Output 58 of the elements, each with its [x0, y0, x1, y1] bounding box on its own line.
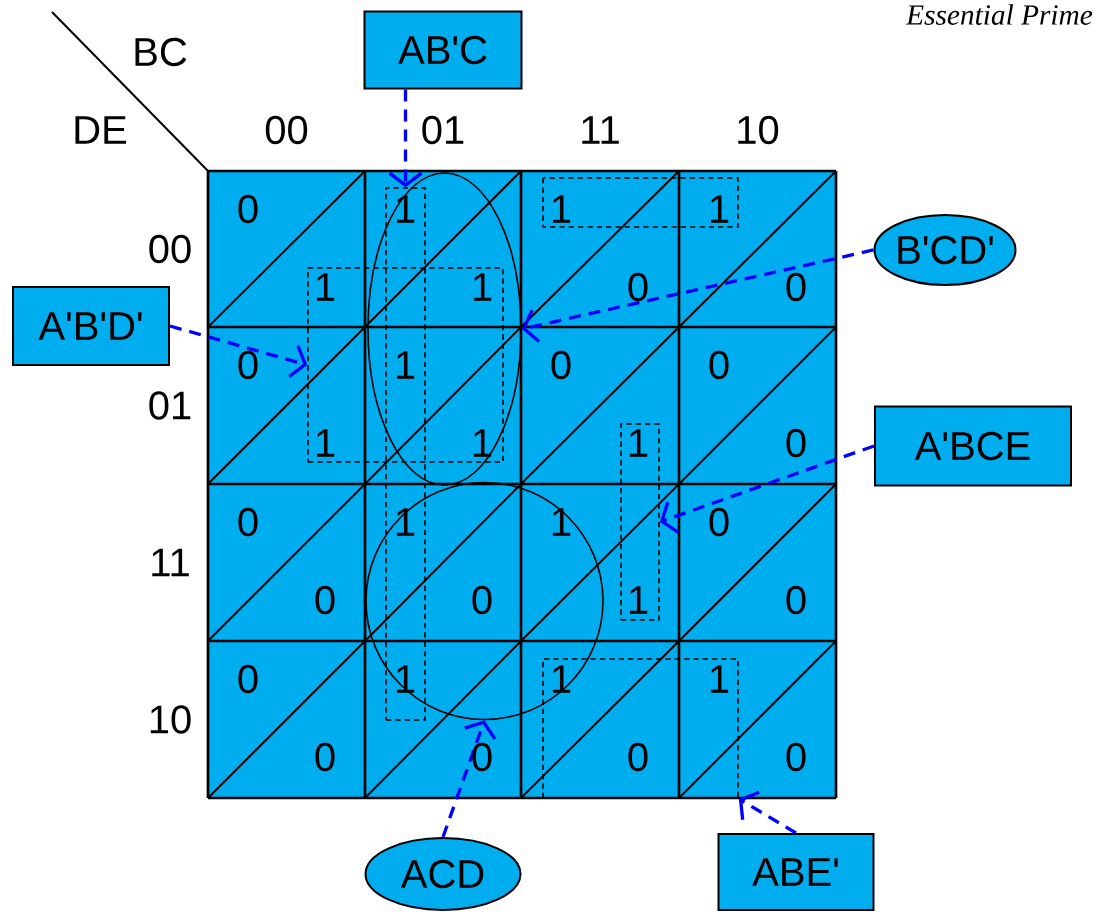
axis-label: DE [75, 116, 127, 144]
cell-value: 1 [396, 351, 415, 379]
cell-value: 0 [238, 664, 258, 694]
grouping-rectangle [385, 187, 426, 721]
cell-value: 1 [396, 195, 415, 223]
cell-value: 1 [396, 508, 415, 536]
cell-value: 0 [628, 742, 648, 772]
column-header: 01 [422, 115, 464, 145]
column-header: 11 [582, 116, 619, 144]
cell-value: 0 [238, 194, 258, 224]
cell-value: 0 [628, 272, 648, 302]
term-box: A'B'D' [12, 286, 170, 366]
grouping-rectangle [307, 267, 504, 463]
cell-value: 1 [552, 508, 571, 536]
arrow [659, 444, 875, 534]
column-header: 00 [265, 115, 308, 145]
row-header: 10 [150, 705, 191, 734]
arrow [441, 720, 497, 838]
cell-value: 1 [629, 429, 648, 457]
cell-value: 0 [472, 742, 492, 772]
cell-value: 1 [396, 665, 415, 693]
grouping-rectangle [620, 423, 660, 621]
cell-value: 1 [710, 195, 729, 223]
cell-value: 1 [629, 586, 648, 614]
cell-value: 1 [552, 665, 571, 693]
cell-value: 0 [238, 507, 258, 537]
column-header: 10 [738, 115, 779, 145]
arrow [521, 248, 874, 343]
cell-value: 0 [315, 585, 335, 615]
cell-value: 0 [472, 585, 492, 615]
term-box: ABE' [717, 833, 875, 911]
arrow [388, 89, 423, 188]
cell-value: 0 [709, 507, 729, 537]
cell-value: 0 [238, 350, 258, 380]
cell-value: 1 [710, 665, 729, 693]
grouping-rectangle [542, 658, 739, 799]
arrow [169, 324, 308, 378]
cell-value: 1 [473, 273, 492, 301]
row-header: 01 [149, 391, 191, 420]
term-box: AB'C [363, 10, 523, 90]
cell-value: 0 [709, 350, 729, 380]
grouping-circle [365, 481, 604, 721]
cell-value: 0 [786, 742, 806, 772]
term-box: A'BCE [874, 405, 1072, 487]
cell-value: 1 [316, 429, 335, 457]
row-header: 00 [149, 234, 191, 264]
cell-value: 1 [552, 195, 571, 223]
title: Essential Prime [905, 4, 1093, 25]
cell-value: 0 [786, 585, 806, 615]
cell-value: 0 [786, 428, 806, 458]
cell-value: 1 [316, 273, 335, 301]
axis-label: BC [135, 37, 187, 67]
grouping-ellipse [367, 172, 522, 486]
cell-value: 0 [551, 350, 571, 380]
row-header: 11 [152, 548, 189, 577]
cell-value: 0 [786, 272, 806, 302]
cell-value: 1 [473, 429, 492, 457]
cell-value: 0 [315, 742, 335, 772]
